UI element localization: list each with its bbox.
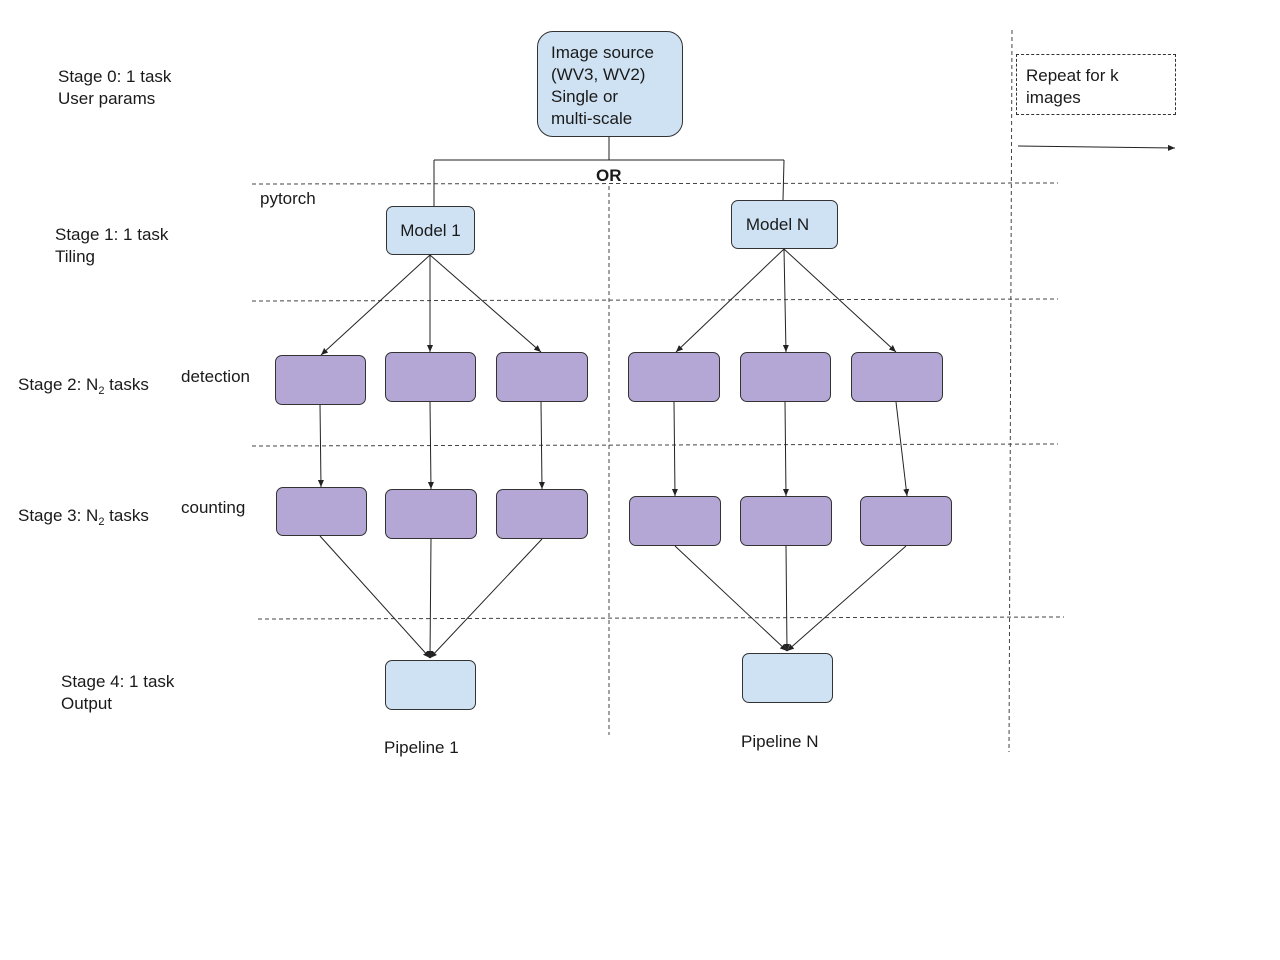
detection-task-6[interactable] bbox=[851, 352, 943, 402]
stage0-subtitle: User params bbox=[58, 89, 156, 108]
separator-stage-3-4 bbox=[257, 616, 1065, 620]
edge-cnt5-outN bbox=[783, 545, 790, 652]
edge-model1-det3 bbox=[429, 254, 542, 353]
stage4-label: Stage 4: 1 task Output bbox=[61, 671, 174, 715]
pipeline-n-label: Pipeline N bbox=[741, 732, 819, 751]
stage0-label: Stage 0: 1 task User params bbox=[58, 66, 171, 110]
edge-det4-cnt4 bbox=[671, 401, 678, 497]
stage3-prefix: Stage 3: N bbox=[18, 506, 99, 525]
or-label: OR bbox=[596, 166, 622, 185]
edge-det5-cnt5 bbox=[782, 401, 789, 497]
repeat-text-line-1: Repeat for k bbox=[1026, 66, 1119, 85]
repeat-box: Repeat for k images bbox=[1016, 54, 1176, 115]
detection-label: detection bbox=[181, 367, 250, 386]
output-box-n[interactable] bbox=[742, 653, 833, 703]
edge-model1-det1 bbox=[320, 254, 431, 356]
image-source-text-line-1: Image source bbox=[551, 43, 654, 62]
model-1-label: Model 1 bbox=[400, 221, 461, 240]
image-source-text-line-4: multi-scale bbox=[551, 109, 633, 128]
counting-task-5[interactable] bbox=[740, 496, 832, 546]
stage0-title: Stage 0: 1 task bbox=[58, 67, 172, 86]
repeat-text-line-2: images bbox=[1026, 88, 1081, 107]
counting-task-2[interactable] bbox=[385, 489, 477, 539]
stage2-subscript: 2 bbox=[98, 385, 105, 397]
separator-stage-1-2 bbox=[251, 298, 1059, 302]
image-source-box[interactable]: Image source (WV3, WV2) Single or multi-sca… bbox=[537, 31, 683, 137]
detection-task-2[interactable] bbox=[385, 352, 476, 402]
separator-repeat bbox=[1008, 29, 1013, 753]
pipeline-1-label: Pipeline 1 bbox=[384, 738, 459, 757]
stage1-subtitle: Tiling bbox=[55, 247, 95, 266]
stage3-subscript: 2 bbox=[98, 516, 105, 528]
stage3-label: Stage 3: N2 tasks bbox=[18, 505, 149, 533]
image-source-text-line-3: Single or bbox=[551, 87, 619, 106]
edge-cnt3-out1 bbox=[429, 538, 543, 659]
edge-cnt6-outN bbox=[786, 545, 907, 652]
edge-modelN-det6 bbox=[783, 248, 897, 353]
stage2-suffix: tasks bbox=[104, 375, 149, 394]
output-box-1[interactable] bbox=[385, 660, 476, 710]
stage2-prefix: Stage 2: N bbox=[18, 375, 99, 394]
repeat-text: Repeat for k images bbox=[1026, 65, 1119, 109]
edge-cnt1-out1 bbox=[319, 535, 431, 659]
image-source-text-line-2: (WV3, WV2) bbox=[551, 65, 646, 84]
counting-task-3[interactable] bbox=[496, 489, 588, 539]
stage4-subtitle: Output bbox=[61, 694, 113, 713]
edge-cnt2-out1 bbox=[427, 538, 434, 659]
separator-stage-2-3 bbox=[251, 443, 1059, 447]
detection-task-1[interactable] bbox=[275, 355, 366, 405]
stage2-label: Stage 2: N2 tasks bbox=[18, 374, 149, 402]
stage1-title: Stage 1: 1 task bbox=[55, 225, 169, 244]
counting-label: counting bbox=[181, 498, 246, 517]
stage1-label: Stage 1: 1 task Tiling bbox=[55, 224, 168, 268]
edge-det1-cnt1 bbox=[317, 403, 324, 488]
counting-task-6[interactable] bbox=[860, 496, 952, 546]
model-n-box[interactable]: Model N bbox=[731, 200, 838, 249]
counting-task-1[interactable] bbox=[276, 487, 367, 536]
edge-det2-cnt2 bbox=[427, 401, 434, 490]
counting-task-4[interactable] bbox=[629, 496, 721, 546]
repeat-arrow bbox=[1017, 144, 1176, 151]
stage4-title: Stage 4: 1 task bbox=[61, 672, 175, 691]
detection-task-5[interactable] bbox=[740, 352, 831, 402]
edge-modelN-det5 bbox=[782, 248, 789, 353]
edge-modelN-det4 bbox=[675, 248, 785, 353]
model-1-box[interactable]: Model 1 bbox=[386, 206, 475, 255]
edge-det3-cnt3 bbox=[538, 401, 545, 490]
edge-det6-cnt6 bbox=[895, 401, 910, 497]
edge-cnt4-outN bbox=[674, 545, 788, 652]
detection-task-4[interactable] bbox=[628, 352, 720, 402]
detection-task-3[interactable] bbox=[496, 352, 588, 402]
pytorch-label: pytorch bbox=[260, 189, 316, 208]
or-bracket-right bbox=[782, 159, 785, 201]
image-source-text: Image source (WV3, WV2) Single or multi-sca… bbox=[551, 42, 654, 130]
model-n-label: Model N bbox=[745, 215, 810, 234]
stage3-suffix: tasks bbox=[104, 506, 149, 525]
separator-stage-0-1 bbox=[251, 182, 1059, 185]
